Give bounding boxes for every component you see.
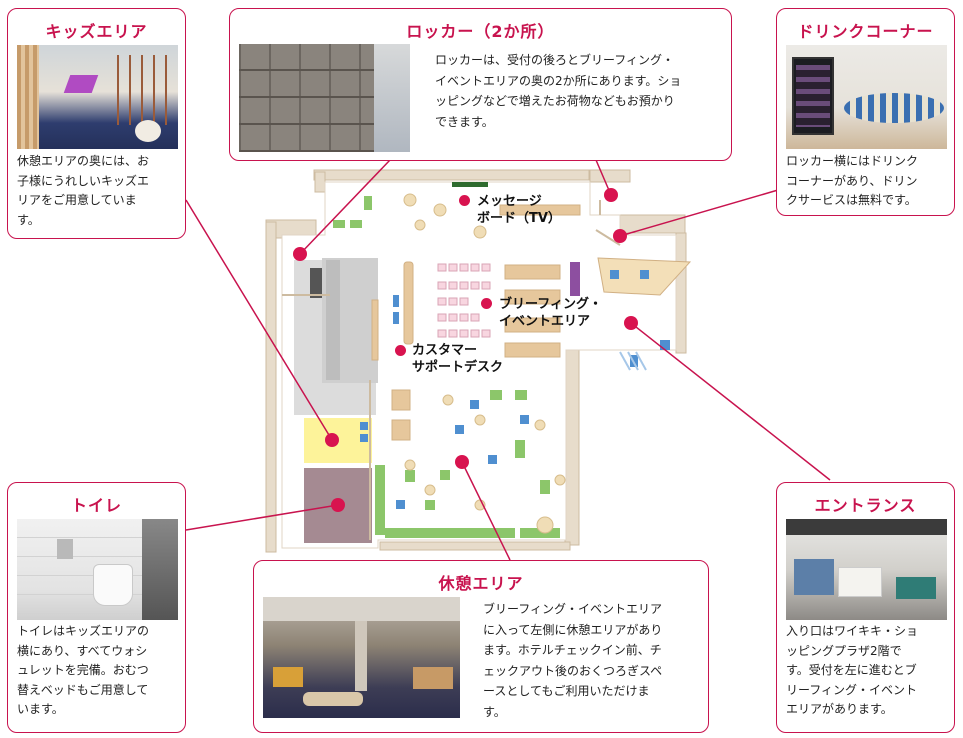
podium bbox=[570, 262, 580, 296]
locker-photo bbox=[239, 44, 410, 152]
entrance-text: 入り口はワイキキ・ショ ッピングプラザ2階で す。受付を左に進むとブ リーフィン… bbox=[786, 624, 919, 716]
marker-locker-left bbox=[293, 247, 307, 261]
marker-briefing bbox=[481, 298, 492, 309]
rest-area-title: 休憩エリア bbox=[438, 574, 524, 593]
kids-area-photo bbox=[17, 45, 178, 149]
kids-area-text: 休憩エリアの奥には、お 子様にうれしいキッズエ リアをご用意していま す。 bbox=[17, 154, 150, 227]
toilet-title: トイレ bbox=[70, 496, 122, 515]
drink-corner-title: ドリンクコーナー bbox=[797, 22, 934, 41]
connector-lines bbox=[185, 159, 831, 561]
toilet-card: トイレ トイレはキッズエリアの 横にあり、すべてウォシ ュレットを完備。おむつ … bbox=[7, 482, 186, 733]
label-customer-desk: カスタマー サポートデスク bbox=[412, 343, 504, 375]
label-briefing-area: ブリーフィング・ イベントエリア bbox=[499, 297, 602, 329]
reception-block bbox=[294, 258, 378, 415]
toilet-photo bbox=[17, 519, 178, 620]
tv-screen bbox=[452, 182, 488, 187]
kids-area-card: キッズエリア 休憩エリアの奥には、お 子様にうれしいキッズエ リアをご用意してい… bbox=[7, 8, 186, 239]
drink-corner-card: ドリンクコーナー ロッカー横にはドリンク コーナーがあり、ドリン クサービスは無… bbox=[776, 8, 955, 216]
rest-area-photo bbox=[263, 597, 460, 718]
toilet-text: トイレはキッズエリアの 横にあり、すべてウォシ ュレットを完備。おむつ 替えベッ… bbox=[17, 624, 150, 716]
marker-rest bbox=[455, 455, 469, 469]
marker-kids bbox=[325, 433, 339, 447]
locker-text: ロッカーは、受付の後ろとブリーフィング・ イベントエリアの奥の2か所にあります。… bbox=[435, 53, 682, 129]
rest-area-card: 休憩エリア ブリーフィング・イベントエリア に入って左側に休憩エリアがあり ます… bbox=[253, 560, 709, 733]
entrance-steps bbox=[619, 351, 647, 371]
marker-drink bbox=[613, 229, 627, 243]
blue-chairs bbox=[360, 270, 670, 509]
entrance-photo bbox=[786, 519, 947, 620]
locker-card: ロッカー（2か所） ロッカーは、受付の後ろとブリーフィング・ イベントエリアの奥… bbox=[229, 8, 732, 161]
marker-toilet bbox=[331, 498, 345, 512]
kids-area-title: キッズエリア bbox=[45, 22, 148, 41]
marker-locker-right bbox=[604, 188, 618, 202]
locker-title: ロッカー（2か所） bbox=[406, 22, 555, 41]
marker-message-board bbox=[459, 195, 470, 206]
drink-corner-photo bbox=[786, 45, 947, 149]
entrance-card: エントランス 入り口はワイキキ・ショ ッピングプラザ2階で す。受付を左に進むと… bbox=[776, 482, 955, 733]
marker-entrance bbox=[624, 316, 638, 330]
entrance-title: エントランス bbox=[814, 496, 917, 515]
drink-corner-text: ロッカー横にはドリンク コーナーがあり、ドリン クサービスは無料です。 bbox=[786, 154, 919, 207]
rest-area-text: ブリーフィング・イベントエリア に入って左側に休憩エリアがあり ます。ホテルチェ… bbox=[483, 602, 663, 719]
counters bbox=[371, 204, 692, 441]
marker-customer-desk bbox=[395, 345, 406, 356]
green-sofas bbox=[333, 196, 560, 538]
label-message-board: メッセージ ボード（TV） bbox=[477, 194, 561, 226]
pink-chairs bbox=[437, 263, 491, 338]
